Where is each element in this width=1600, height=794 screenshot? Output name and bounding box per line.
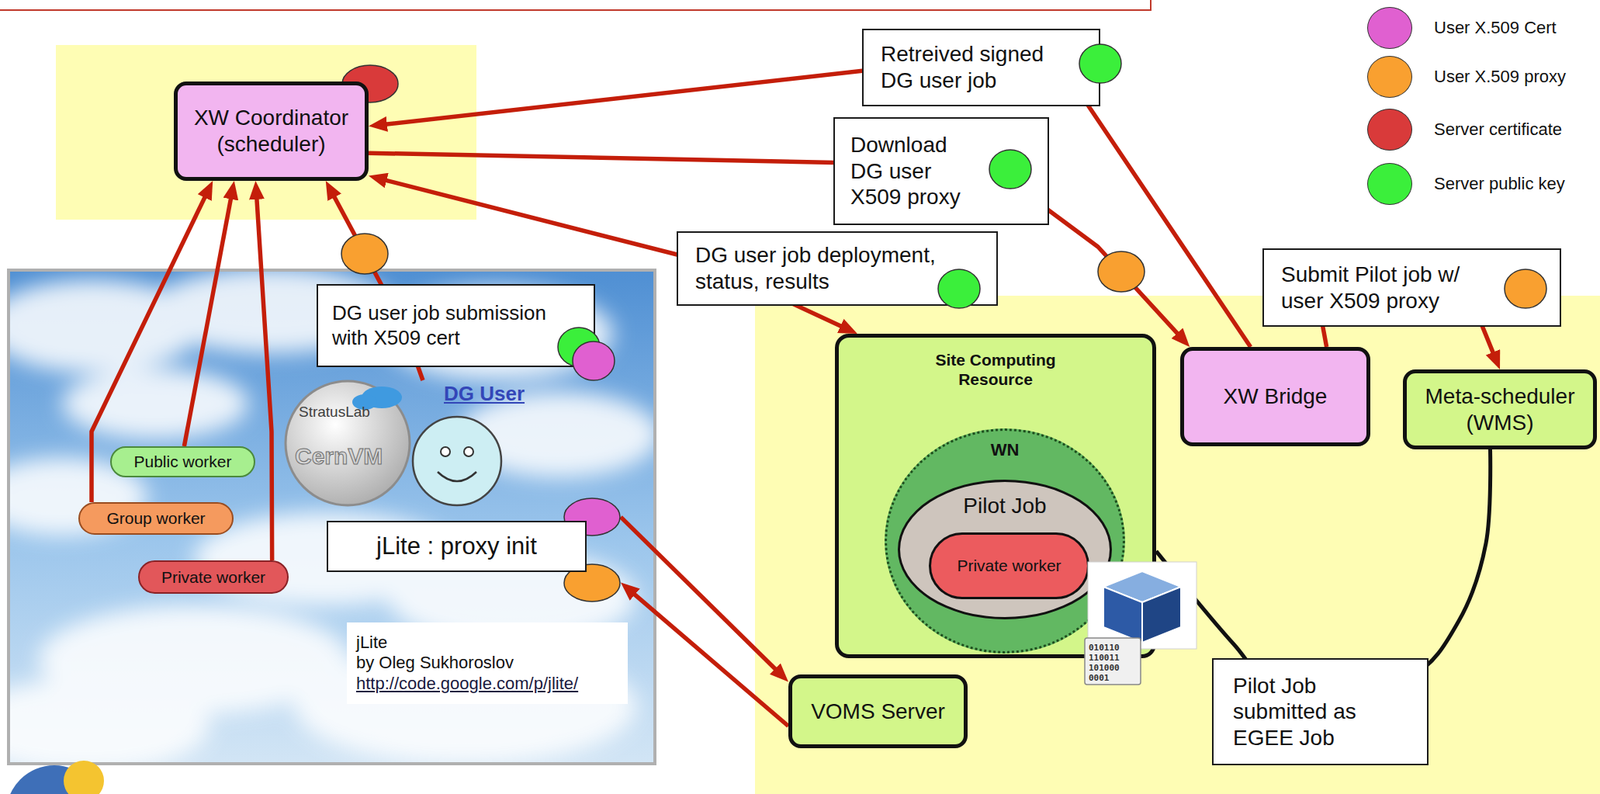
edge-label: DG user job deployment, status, results <box>695 242 989 295</box>
logo-text: StratusLab <box>298 404 371 420</box>
node-label: Public worker <box>133 451 232 471</box>
binary-digits: 0001 <box>1088 673 1110 683</box>
legend-text: User X.509 Cert <box>1433 17 1557 39</box>
edge-label-box: Pilot Job submitted as EGEE Job <box>1212 658 1429 766</box>
node-label: Meta-scheduler (WMS) <box>1414 383 1586 436</box>
proxy-dot <box>1097 251 1145 292</box>
binary-digits-spot: 0001 <box>1088 673 1110 683</box>
legend-row: Server certificate <box>1367 108 1562 151</box>
binary-digits: 101000 <box>1088 663 1120 672</box>
legend-swatch <box>1367 108 1413 151</box>
key-dot <box>1504 269 1547 309</box>
proxy-tool-frame: jLite : proxy init <box>326 520 587 572</box>
flow-arrow <box>256 192 272 561</box>
node-label: WN <box>990 439 1020 461</box>
flow-arrow <box>183 192 233 447</box>
node-label: Site Computing Resource <box>917 349 1074 389</box>
edge-label: Submit Pilot job w/ user X509 proxy <box>1281 261 1488 314</box>
cube-face <box>1142 586 1181 643</box>
worker-pill: Private worker <box>928 532 1090 600</box>
meta-scheduler-box: Meta-scheduler (WMS) <box>1402 369 1597 450</box>
face-eye <box>440 446 451 457</box>
binary-digits-spot: 101000 <box>1088 663 1120 672</box>
corner-logo <box>63 760 104 794</box>
cube-face <box>1103 571 1181 603</box>
pilot-job-oval: Pilot JobPrivate worker <box>897 479 1112 620</box>
binary-digits-spot: 010110 <box>1088 643 1120 652</box>
edge-label: Retreived signed DG user job <box>880 41 1060 94</box>
logo-disc <box>285 380 410 506</box>
face-eye <box>464 446 474 457</box>
bridge-box: XW Bridge <box>1180 346 1371 447</box>
proxy-tool-box: jLite : proxy init <box>326 498 621 603</box>
node-label: Private worker <box>956 555 1061 575</box>
icon-ground <box>1087 561 1197 649</box>
legend-text: User X.509 proxy <box>1433 66 1566 87</box>
cloud-group <box>8 270 655 764</box>
key-dot <box>989 149 1032 189</box>
binary-digits: 010110 <box>1088 643 1120 652</box>
binary-digits-spot: 110011 <box>1088 653 1120 662</box>
note-text: http://code.google.com/p/jlite/ <box>356 673 579 694</box>
face-circle <box>412 416 502 506</box>
edge-label-box: DG user job deployment, status, results <box>676 231 998 306</box>
legend-swatch <box>1367 162 1413 205</box>
note-text: jLite <box>356 632 388 653</box>
edge-label-box: Download DG user X509 proxy <box>833 117 1050 226</box>
flow-arrow <box>629 589 789 726</box>
worker-pill: Public worker <box>110 446 256 478</box>
edge-label: Download DG user X509 proxy <box>850 131 980 211</box>
scheduler-box: XW Coordinator (scheduler) <box>173 81 369 181</box>
binary-digits: 110011 <box>1088 653 1120 662</box>
legend-row: User X.509 Cert <box>1367 6 1557 49</box>
clouds <box>8 270 655 764</box>
node-label: Pilot Job <box>962 492 1046 520</box>
key-dot <box>572 341 615 381</box>
user-figure: DG User <box>411 380 551 509</box>
edge-label-box: Retreived signed DG user job <box>862 28 1101 107</box>
legend-swatch <box>1367 6 1413 49</box>
edge-label-box: DG user job submission with X509 cert <box>316 283 596 368</box>
icon-paper <box>1084 637 1141 685</box>
legend-row: User X.509 proxy <box>1367 55 1566 98</box>
logo-text: CernVM <box>294 444 383 468</box>
key-dot <box>938 269 981 309</box>
legend-swatch <box>1367 55 1413 98</box>
yellow-zone <box>55 45 477 220</box>
cloud <box>62 368 249 439</box>
legend-text: Server public key <box>1433 173 1566 194</box>
site-box: Site Computing ResourceWN Pilot JobPrivat… <box>834 333 1157 659</box>
node-label: DG User <box>443 381 525 406</box>
voms-box: VOMS Server <box>788 674 968 749</box>
proxy-dot <box>341 233 388 274</box>
node-label: XW Bridge <box>1223 383 1328 410</box>
edge-label: DG user job submission with X509 cert <box>332 301 563 350</box>
node-label: VOMS Server <box>810 698 946 725</box>
face-mouth <box>437 471 477 482</box>
key-dot <box>1079 44 1122 84</box>
note-text: by Oleg Sukhoroslov <box>356 652 514 673</box>
logo-text-spot: CernVM <box>294 444 383 468</box>
edge-label: Pilot Job submitted as EGEE Job <box>1232 672 1370 752</box>
edge-label-box: Submit Pilot job w/ user X509 proxy <box>1262 248 1562 327</box>
node-label: Private worker <box>161 567 266 587</box>
worker-pill: Group worker <box>78 502 234 535</box>
logo-text-spot: StratusLab <box>298 404 371 420</box>
node-label: Group worker <box>106 508 205 528</box>
node-label: jLite : proxy init <box>376 531 537 561</box>
legend-row: Server public key <box>1367 162 1566 205</box>
worker-node-oval: WN Pilot JobPrivate worker <box>884 428 1126 654</box>
frame-edge <box>0 0 1151 11</box>
cloud <box>8 678 210 764</box>
submission-line <box>1156 449 1491 690</box>
cube-face <box>1103 586 1143 643</box>
panel-border <box>8 270 655 764</box>
legend-text: Server certificate <box>1433 119 1562 140</box>
worker-pill: Private worker <box>138 560 289 594</box>
credit-note: jLiteby Oleg Sukhoroslovhttp://code.goog… <box>346 622 628 704</box>
yellow-zone <box>754 295 1600 794</box>
node-label: XW Coordinator (scheduler) <box>185 104 357 157</box>
